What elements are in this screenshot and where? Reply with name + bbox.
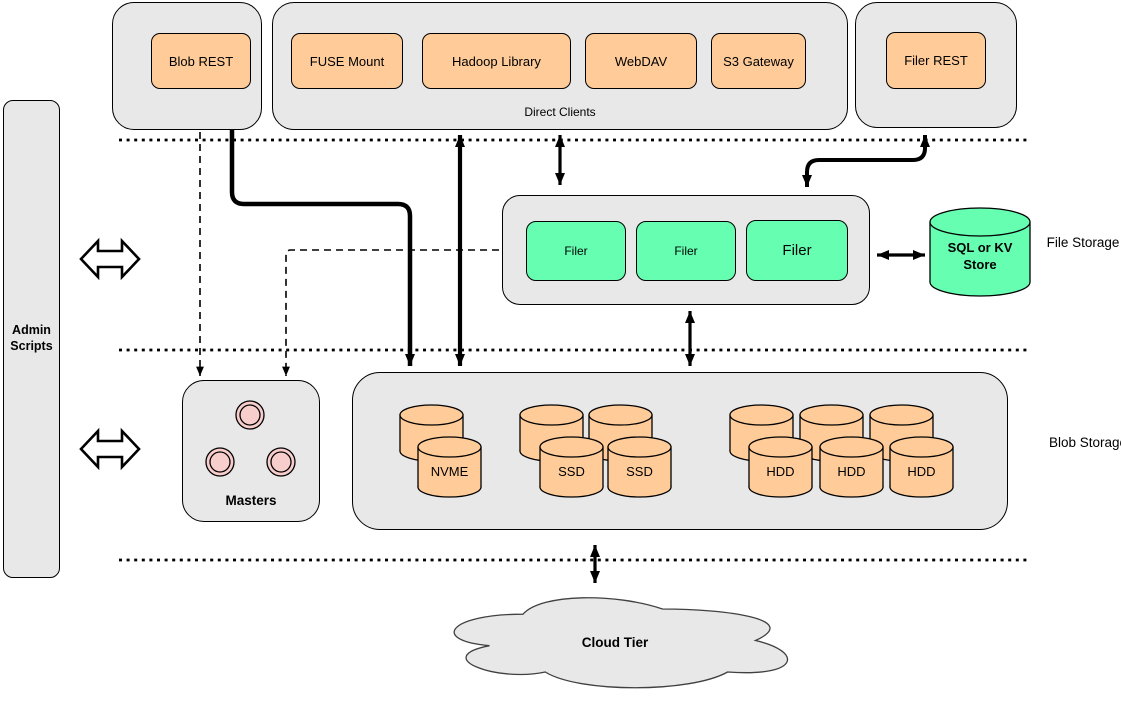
filer-rest-group: Filer REST: [855, 2, 1017, 128]
node-blob-rest: Blob REST: [151, 33, 251, 89]
node-hadoop-library: Hadoop Library: [422, 33, 571, 89]
direct-clients-group: FUSE Mount Hadoop Library WebDAV S3 Gate…: [272, 2, 848, 130]
node-filer-2: Filer: [636, 221, 736, 281]
admin-scripts-bar: Admin Scripts: [3, 100, 60, 578]
blob-storage-layer-label: Blob Storage: [1048, 435, 1121, 450]
filer-cluster-group: Filer Filer Filer: [502, 195, 870, 305]
volume-ssd-1-label: SSD: [558, 464, 585, 479]
volume-nvme-label: NVME: [430, 464, 469, 479]
admin-file-storage-arrow: [79, 237, 141, 281]
volume-ssd-2-label: SSD: [626, 464, 653, 479]
edge-filer-masters: [282, 249, 499, 376]
edge-filerrest-filer: [802, 135, 930, 187]
admin-blob-storage-arrow: [79, 427, 141, 471]
node-webdav: WebDAV: [585, 33, 697, 89]
sql-kv-store-label: SQL or KV Store: [947, 240, 1013, 272]
blob-rest-group: Blob REST: [112, 2, 262, 130]
node-filer-3: Filer: [746, 220, 848, 281]
volume-hdd-2-label: HDD: [837, 464, 866, 479]
cloud-tier-label: Cloud Tier: [581, 635, 649, 650]
node-filer-1: Filer: [526, 221, 626, 281]
node-s3-gateway: S3 Gateway: [711, 33, 806, 89]
blob-storage-group: [352, 372, 1008, 530]
file-storage-layer-label: File Storage: [1046, 235, 1120, 250]
volume-hdd-1-label: HDD: [766, 464, 795, 479]
node-filer-rest: Filer REST: [886, 32, 986, 89]
masters-label: Masters: [225, 493, 277, 508]
volume-hdd-3-label: HDD: [907, 464, 936, 479]
node-fuse-mount: FUSE Mount: [291, 33, 403, 89]
direct-clients-caption: Direct Clients: [524, 105, 596, 119]
edge-blobrest-volumes: [229, 130, 415, 366]
